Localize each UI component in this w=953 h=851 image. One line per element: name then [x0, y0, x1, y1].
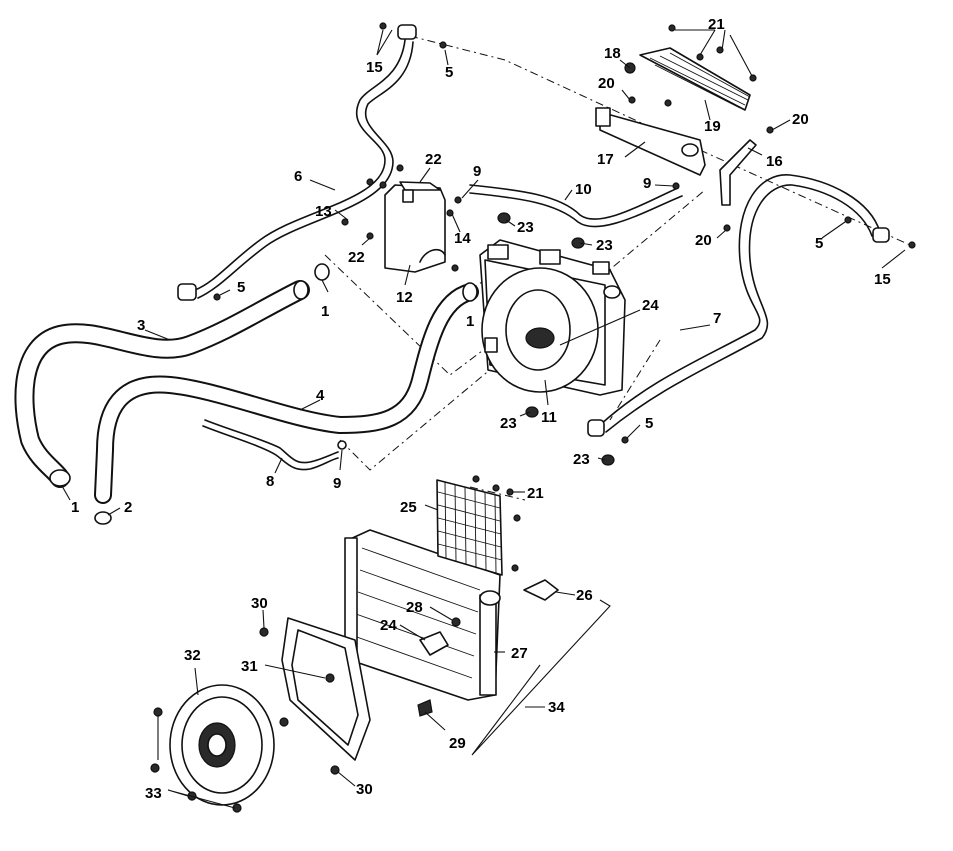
fan-32 — [169, 684, 275, 806]
callout-9: 9 — [473, 163, 481, 180]
screen-19 — [639, 47, 751, 111]
callout-25: 25 — [400, 499, 417, 516]
callout-20: 20 — [792, 111, 809, 128]
callout-18: 18 — [604, 45, 621, 62]
callout-8: 8 — [266, 473, 274, 490]
callout-2: 2 — [124, 499, 132, 516]
hose-3 — [14, 280, 310, 488]
callout-9: 9 — [333, 475, 341, 492]
callout-23: 23 — [500, 415, 517, 432]
callout-16: 16 — [766, 153, 783, 170]
screen-25 — [436, 479, 503, 576]
callout-6: 6 — [294, 168, 302, 185]
callout-12: 12 — [396, 289, 413, 306]
callout-13: 13 — [315, 203, 332, 220]
callout-21: 21 — [708, 16, 725, 33]
callout-10: 10 — [575, 181, 592, 198]
callout-11: 11 — [541, 409, 557, 426]
callout-23: 23 — [573, 451, 590, 468]
radiator-27 — [344, 529, 501, 701]
radiator-assembly-11 — [479, 239, 626, 396]
callout-27: 27 — [511, 645, 528, 662]
callout-20: 20 — [598, 75, 615, 92]
sensor-29 — [417, 699, 433, 717]
callout-24: 24 — [380, 617, 397, 634]
callout-4: 4 — [316, 387, 325, 404]
callout-33: 33 — [145, 785, 162, 802]
callout-32: 32 — [184, 647, 201, 664]
callout-9: 9 — [643, 175, 651, 192]
callout-22: 22 — [348, 249, 365, 266]
hose-4 — [94, 282, 479, 504]
hose-10 — [469, 184, 683, 228]
small-fittings — [94, 22, 916, 813]
hose-7 — [587, 174, 890, 437]
reservoir-tank-12 — [384, 181, 446, 273]
callout-34: 34 — [548, 699, 565, 716]
callout-26: 26 — [576, 587, 593, 604]
callout-3: 3 — [137, 317, 145, 334]
callout-30: 30 — [251, 595, 268, 612]
callout-5: 5 — [645, 415, 653, 432]
callout-23: 23 — [596, 237, 613, 254]
callout-labels: 15 5 6 5 1 3 4 1 2 8 9 13 22 22 9 14 12 … — [71, 16, 891, 802]
callout-22: 22 — [425, 151, 442, 168]
leader-lines — [61, 29, 906, 809]
bracket-26 — [523, 579, 559, 601]
callout-5: 5 — [237, 279, 245, 296]
thermostat-24 — [419, 631, 449, 656]
callout-29: 29 — [449, 735, 466, 752]
callout-21: 21 — [527, 485, 544, 502]
callout-5: 5 — [815, 235, 823, 252]
callout-1: 1 — [71, 499, 79, 516]
callout-15: 15 — [366, 59, 383, 76]
callout-20: 20 — [695, 232, 712, 249]
callout-14: 14 — [454, 230, 471, 247]
callout-19: 19 — [704, 118, 721, 135]
callout-30: 30 — [356, 781, 373, 798]
callout-5: 5 — [445, 64, 453, 81]
callout-7: 7 — [713, 310, 721, 327]
callout-15: 15 — [874, 271, 891, 288]
callout-31: 31 — [241, 658, 258, 675]
callout-23: 23 — [517, 219, 534, 236]
callout-1: 1 — [321, 303, 329, 320]
fan-shroud-31 — [281, 617, 371, 761]
callout-28: 28 — [406, 599, 423, 616]
hose-8 — [202, 419, 339, 471]
callout-1: 1 — [466, 313, 474, 330]
hose-6 — [177, 24, 417, 301]
bracket-16 — [719, 139, 757, 206]
callout-17: 17 — [597, 151, 614, 168]
callout-24: 24 — [642, 297, 659, 314]
bracket-pipe-17 — [595, 107, 706, 176]
